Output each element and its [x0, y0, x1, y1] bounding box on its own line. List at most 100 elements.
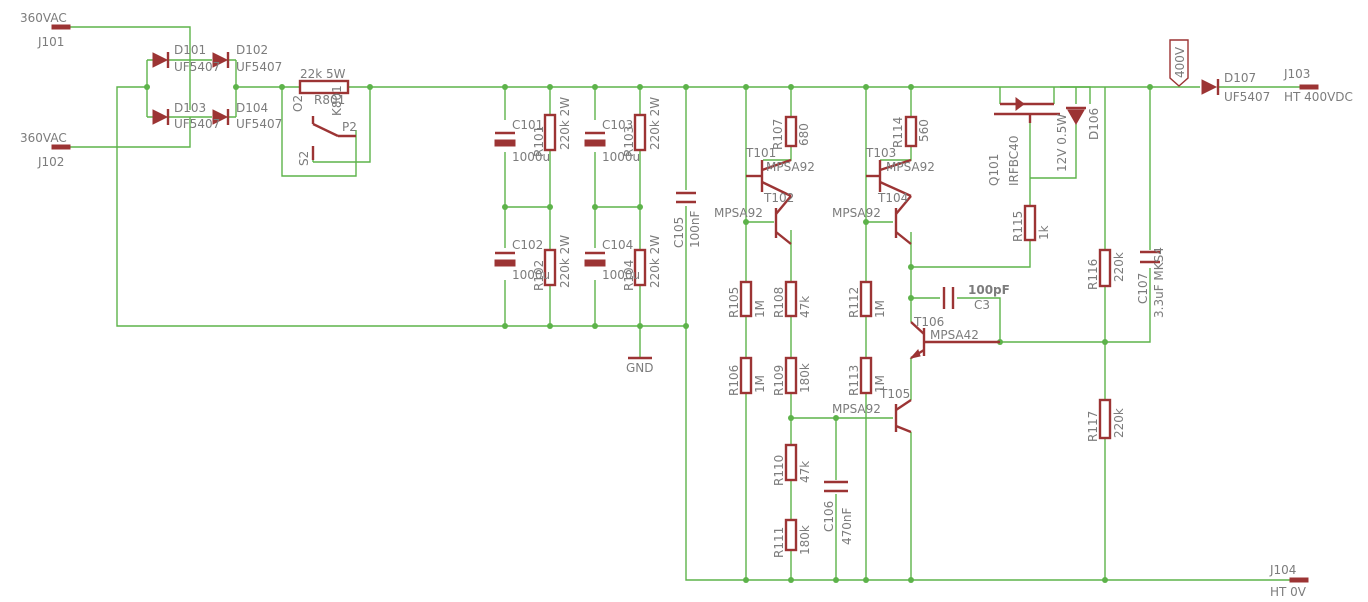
transistor-t101[interactable]	[746, 158, 792, 198]
r106-label: R106	[727, 365, 741, 396]
r117-value: 220k	[1112, 408, 1126, 438]
r108-label: R108	[772, 287, 786, 318]
t105-value: MPSA92	[832, 402, 881, 416]
relay-k801[interactable]	[311, 116, 356, 160]
j103-net-label: HT 400VDC	[1284, 90, 1353, 104]
r109-value: 180k	[798, 363, 812, 393]
r111-label: R111	[772, 527, 786, 558]
r109-label: R109	[772, 365, 786, 396]
c101-value: 1000u	[512, 150, 550, 164]
voltage-flag-400v	[1169, 39, 1189, 87]
j101-label: J101	[37, 35, 64, 49]
d103-label: D103	[174, 101, 206, 115]
junction-dots	[144, 84, 1153, 583]
d102-label: D102	[236, 43, 268, 57]
resistor-r111[interactable]	[784, 518, 798, 552]
relay-p2-label: P2	[342, 120, 357, 134]
j104-net-label: HT 0V	[1270, 585, 1307, 599]
capacitor-c104[interactable]	[584, 251, 606, 267]
resistor-r101[interactable]	[543, 113, 557, 152]
t104-value: MPSA92	[832, 206, 881, 220]
capacitor-c106[interactable]	[824, 480, 848, 493]
d104-label: D104	[236, 101, 268, 115]
resistor-r116[interactable]	[1098, 248, 1112, 288]
c102-value: 1000u	[512, 268, 550, 282]
r107-value: 680	[797, 123, 811, 146]
c107-label: C107	[1136, 273, 1150, 304]
r113-label: R113	[847, 365, 861, 396]
capacitor-c107[interactable]	[1140, 250, 1160, 264]
transistor-t103[interactable]	[866, 158, 912, 198]
t103-label: T103	[865, 146, 896, 160]
r116-label: R116	[1086, 259, 1100, 290]
resistor-r109[interactable]	[784, 356, 798, 395]
c102-label: C102	[512, 238, 543, 252]
r114-value: 560	[917, 119, 931, 142]
labels: 360VAC J101 360VAC J102 D101 D102 UF5407…	[20, 11, 1353, 599]
resistor-r103[interactable]	[633, 113, 647, 152]
c103-value: 1000u	[602, 150, 640, 164]
capacitor-c105[interactable]	[676, 191, 696, 204]
mosfet-q101[interactable]	[994, 97, 1060, 123]
resistor-r107[interactable]	[784, 115, 798, 148]
resistor-r106[interactable]	[739, 356, 753, 395]
d106-label: D106	[1087, 108, 1101, 140]
resistor-r102[interactable]	[543, 248, 557, 287]
c105-value: 100nF	[688, 210, 702, 248]
r102-value: 220k 2W	[558, 235, 572, 288]
resistor-r110[interactable]	[784, 443, 798, 482]
capacitor-c103[interactable]	[584, 131, 606, 147]
r103-label: R103	[622, 126, 636, 157]
resistor-r801[interactable]	[298, 79, 350, 95]
c103-label: C103	[602, 118, 633, 132]
resistor-r108[interactable]	[784, 280, 798, 318]
capacitor-c3[interactable]	[942, 287, 955, 309]
transistor-t102[interactable]	[774, 195, 792, 245]
capacitor-c101[interactable]	[494, 131, 516, 147]
r106-value: 1M	[753, 375, 767, 393]
r110-value: 47k	[798, 461, 812, 483]
resistor-r113[interactable]	[859, 356, 873, 395]
r117-label: R117	[1086, 411, 1100, 442]
r112-label: R112	[847, 287, 861, 318]
transistor-t106[interactable]	[909, 321, 1000, 360]
diode-d103[interactable]	[152, 109, 170, 125]
transistor-t105[interactable]	[894, 399, 912, 434]
gnd-label: GND	[626, 361, 654, 375]
resistor-r114[interactable]	[904, 115, 918, 148]
c101-label: C101	[512, 118, 543, 132]
capacitor-c102[interactable]	[494, 251, 516, 267]
connector-j101[interactable]	[51, 24, 71, 30]
diode-d107[interactable]	[1201, 79, 1220, 95]
diode-d102[interactable]	[212, 52, 230, 68]
zener-d106[interactable]	[1066, 106, 1086, 126]
resistor-r104[interactable]	[633, 248, 647, 287]
r801-value: 22k 5W	[300, 67, 346, 81]
r108-value: 47k	[798, 296, 812, 318]
j104-label: J104	[1269, 563, 1296, 577]
c104-value: 1000u	[602, 268, 640, 282]
c107-value: 3.3uF MKS4	[1152, 247, 1166, 318]
r115-label: R115	[1011, 211, 1025, 242]
resistor-r112[interactable]	[859, 280, 873, 318]
r111-value: 180k	[798, 525, 812, 555]
diode-d104[interactable]	[212, 109, 230, 125]
resistor-r115[interactable]	[1023, 204, 1037, 242]
t105-label: T105	[879, 387, 910, 401]
j103-label: J103	[1283, 67, 1310, 81]
connector-j102[interactable]	[51, 144, 71, 150]
connector-j104[interactable]	[1289, 577, 1309, 583]
connector-j103[interactable]	[1299, 84, 1319, 90]
resistor-r117[interactable]	[1098, 398, 1112, 440]
resistor-r105[interactable]	[739, 280, 753, 318]
r110-label: R110	[772, 455, 786, 486]
j101-voltage: 360VAC	[20, 11, 67, 25]
r105-value: 1M	[753, 300, 767, 318]
k801-label: K801	[330, 85, 344, 116]
d104-value: UF5407	[236, 117, 282, 131]
d107-value: UF5407	[1224, 90, 1270, 104]
t101-label: T101	[745, 146, 776, 160]
diode-d101[interactable]	[152, 52, 170, 68]
t102-label: T102	[763, 191, 794, 205]
transistor-t104[interactable]	[894, 195, 912, 245]
